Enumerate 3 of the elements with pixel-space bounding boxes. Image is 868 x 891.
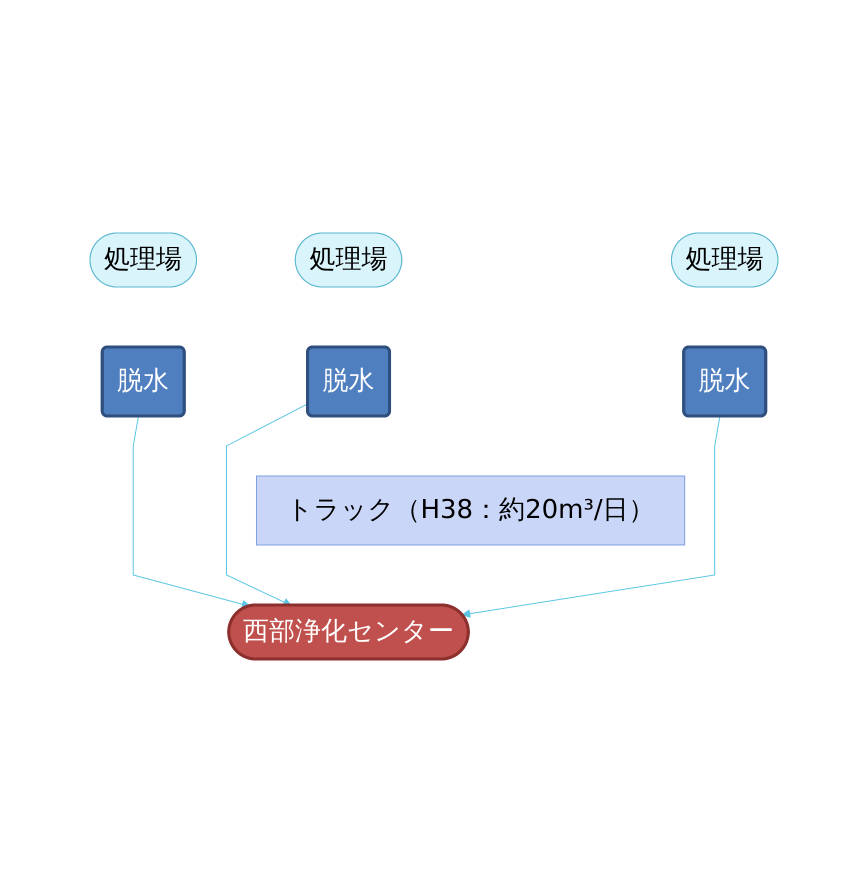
arrow — [462, 416, 720, 618]
node-box: トラック（H38：約20m³/日） — [256, 475, 686, 545]
arrow — [132, 416, 250, 608]
